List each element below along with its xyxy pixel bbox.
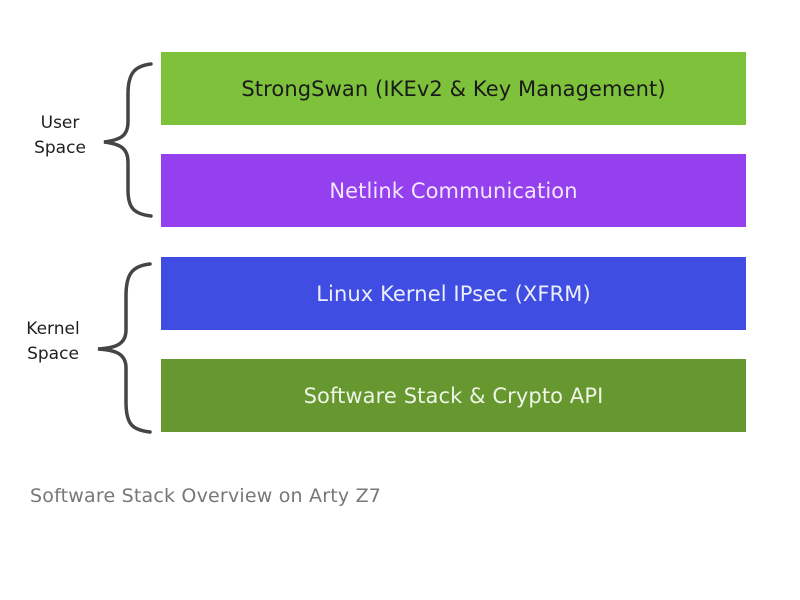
layer-netlink-label: Netlink Communication xyxy=(329,178,578,203)
kernel-space-brace xyxy=(97,262,152,434)
layer-crypto-api-label: Software Stack & Crypto API xyxy=(303,383,604,408)
layer-strongswan: StrongSwan (IKEv2 & Key Management) xyxy=(161,52,746,125)
user-space-label: User Space xyxy=(22,111,98,161)
diagram-caption: Software Stack Overview on Arty Z7 xyxy=(30,485,382,507)
user-space-label-line2: Space xyxy=(34,138,86,158)
layer-kernel-ipsec-label: Linux Kernel IPsec (XFRM) xyxy=(316,281,591,306)
kernel-space-label-line2: Space xyxy=(27,344,79,364)
layer-strongswan-label: StrongSwan (IKEv2 & Key Management) xyxy=(241,76,666,101)
layer-kernel-ipsec: Linux Kernel IPsec (XFRM) xyxy=(161,257,746,330)
user-space-label-line1: User xyxy=(40,113,80,133)
layer-crypto-api: Software Stack & Crypto API xyxy=(161,359,746,432)
layer-netlink: Netlink Communication xyxy=(161,154,746,227)
kernel-space-label: Kernel Space xyxy=(14,317,92,367)
kernel-space-label-line1: Kernel xyxy=(26,319,80,339)
user-space-brace xyxy=(103,62,153,218)
